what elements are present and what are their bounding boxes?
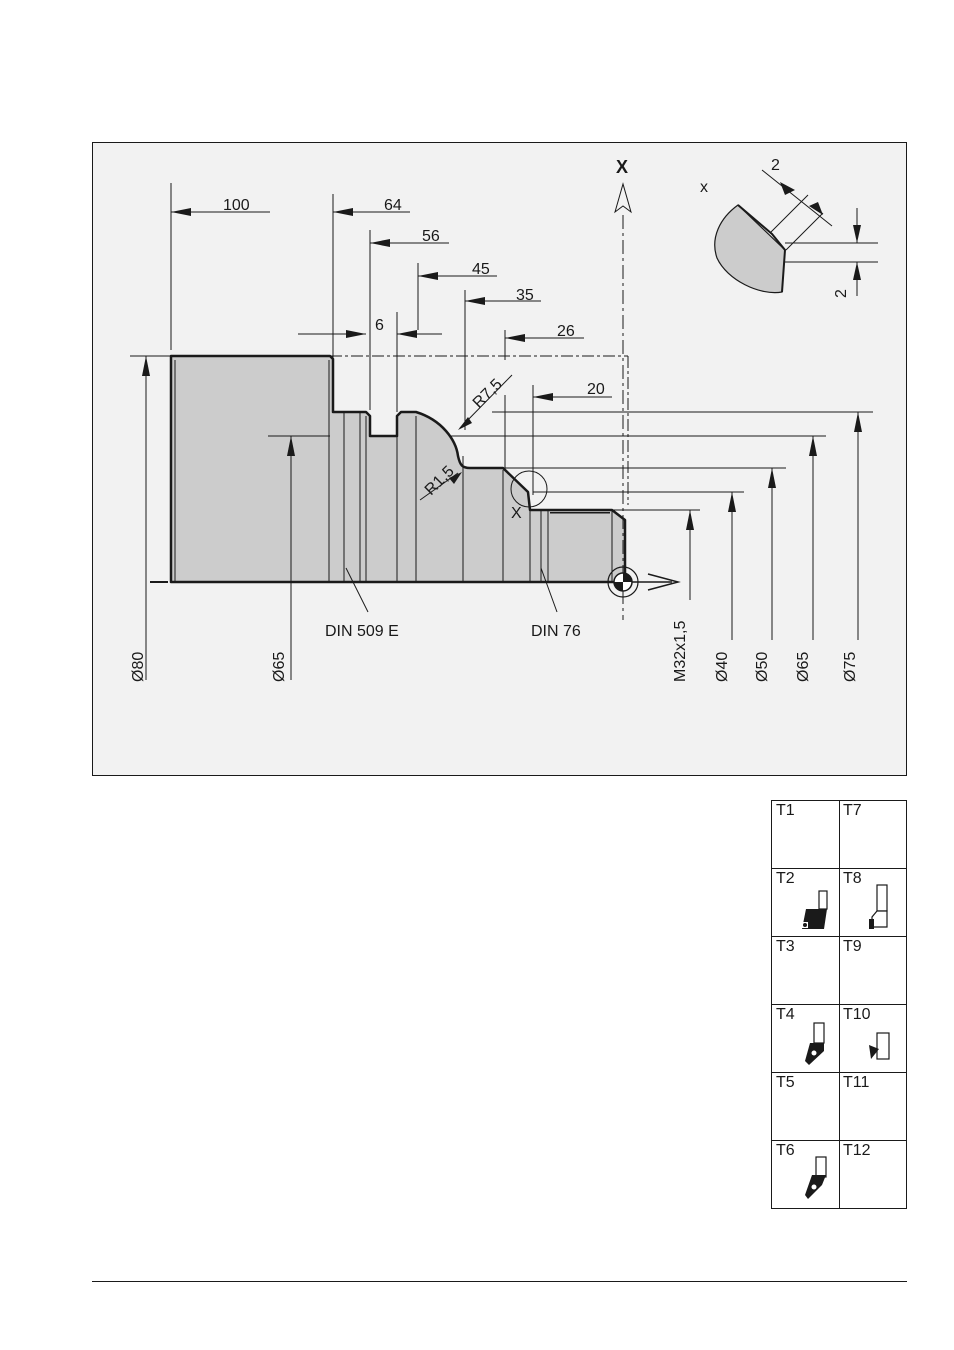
undercut-din-76: DIN 76 — [531, 623, 581, 640]
dia-50: Ø50 — [754, 652, 771, 682]
origin-icon — [607, 566, 639, 598]
tool-label: T10 — [843, 1006, 871, 1023]
turning-tool-diamond-icon — [805, 1156, 827, 1199]
tool-slot-t8[interactable]: T8 — [839, 869, 907, 937]
dia-40: Ø40 — [714, 652, 731, 682]
detail-circle — [510, 470, 548, 508]
tool-label: T9 — [843, 938, 862, 955]
detail-marker-x: X — [511, 505, 522, 522]
chamfer-arrowheads — [780, 182, 861, 280]
tool-slot-t4[interactable]: T4 — [772, 1005, 840, 1073]
dim-35: 35 — [516, 287, 534, 304]
tool-label: T7 — [843, 802, 862, 819]
undercut-leaders — [345, 567, 558, 613]
threading-tool-icon — [869, 1032, 890, 1060]
tool-table: T1 T7 T2 T8 T3 T9 T4 T10 — [771, 800, 907, 1209]
diameter-arrowheads — [142, 356, 862, 530]
tool-slot-t1[interactable]: T1 — [772, 801, 840, 869]
dia-65-left: Ø65 — [271, 652, 288, 682]
workpiece-profile — [169, 354, 627, 584]
chamfer-dim-top: 2 — [771, 157, 780, 174]
section-lines — [174, 360, 613, 582]
dim-26: 26 — [557, 323, 575, 340]
tool-slot-t10[interactable]: T10 — [839, 1005, 907, 1073]
x-axis-line — [614, 182, 632, 620]
tool-label: T4 — [776, 1006, 795, 1023]
tool-slot-t11[interactable]: T11 — [839, 1073, 907, 1141]
tool-label: T3 — [776, 938, 795, 955]
tool-label: T2 — [776, 870, 795, 887]
footer-divider — [92, 1281, 907, 1282]
technical-drawing: X — [130, 157, 878, 682]
tool-slot-t9[interactable]: T9 — [839, 937, 907, 1005]
chamfer-dim-side: 2 — [833, 289, 850, 298]
tool-label: T11 — [843, 1074, 870, 1091]
radius-7-5: R7,5 — [470, 376, 506, 412]
tool-label: T1 — [776, 802, 795, 819]
tool-slot-t12[interactable]: T12 — [839, 1141, 907, 1209]
dim-45: 45 — [472, 261, 490, 278]
z-axis-arrow — [625, 573, 681, 591]
dim-6: 6 — [375, 317, 384, 334]
tool-slot-t5[interactable]: T5 — [772, 1073, 840, 1141]
tool-slot-t3[interactable]: T3 — [772, 937, 840, 1005]
tool-slot-t7[interactable]: T7 — [839, 801, 907, 869]
dia-80: Ø80 — [130, 652, 147, 682]
tool-label: T6 — [776, 1142, 795, 1159]
diameter-dimensions — [130, 355, 873, 680]
tool-slot-t2[interactable]: T2 — [772, 869, 840, 937]
grooving-tool-icon — [869, 884, 888, 929]
detail-x-label: x — [700, 179, 708, 196]
dia-65-right: Ø65 — [795, 652, 812, 682]
dim-64: 64 — [384, 197, 402, 214]
tool-slot-t6[interactable]: T6 — [772, 1141, 840, 1209]
turning-tool-rhombic-icon — [802, 890, 828, 929]
chamfer-detail — [714, 169, 878, 296]
dim-20: 20 — [587, 381, 605, 398]
tool-label: T5 — [776, 1074, 795, 1091]
dimension-arrowheads — [171, 208, 553, 401]
undercut-din-509: DIN 509 E — [325, 623, 399, 640]
blank-outline — [330, 355, 629, 505]
x-axis-label: X — [616, 157, 628, 177]
tool-label: T8 — [843, 870, 862, 887]
tool-label: T12 — [843, 1142, 871, 1159]
dim-56: 56 — [422, 228, 440, 245]
dim-100: 100 — [223, 197, 250, 214]
dia-75: Ø75 — [842, 652, 859, 682]
turning-tool-diamond-icon — [805, 1022, 825, 1065]
thread-m32: M32x1,5 — [672, 621, 689, 682]
